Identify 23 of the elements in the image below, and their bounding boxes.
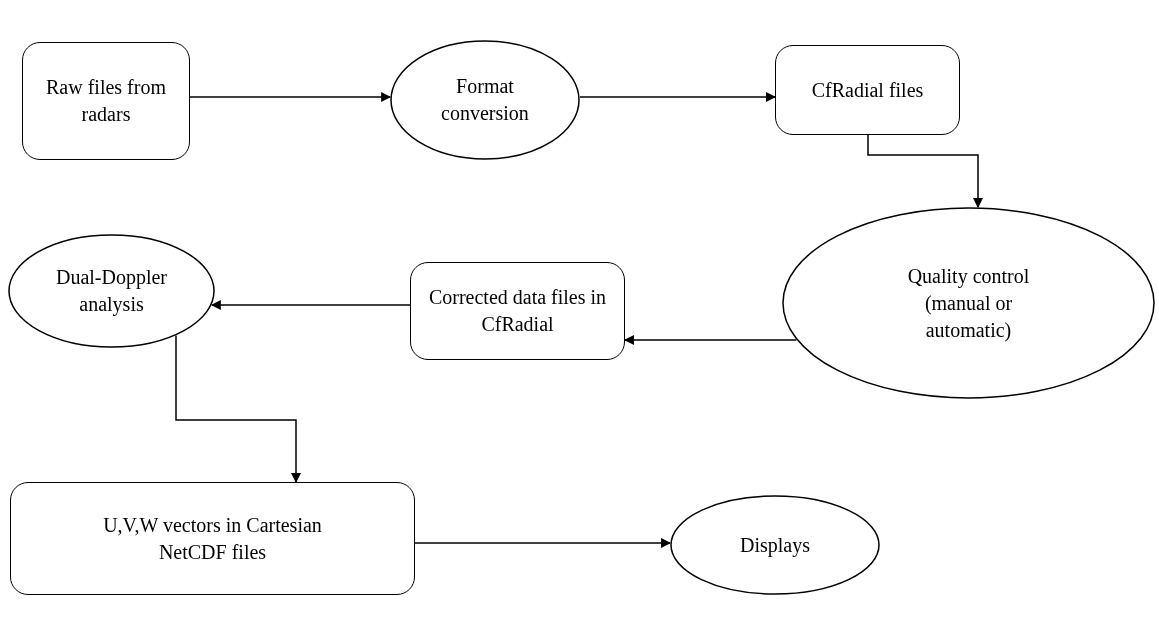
node-label: Dual-Doppler analysis xyxy=(54,265,169,318)
process-box xyxy=(10,482,415,595)
node-label: Quality control (manual or automatic) xyxy=(906,263,1031,344)
arrow xyxy=(867,134,983,209)
process-box xyxy=(775,45,960,135)
node-label: Format conversion xyxy=(440,74,530,126)
node-label: Displays xyxy=(740,532,810,559)
arrow xyxy=(210,300,411,310)
process-box xyxy=(410,262,625,360)
process-ellipse xyxy=(8,234,215,348)
process-box xyxy=(22,42,190,160)
arrow xyxy=(624,335,798,345)
node-label: U,V,W vectors in Cartesian NetCDF files xyxy=(102,512,323,565)
process-ellipse xyxy=(390,40,580,160)
node-label: Corrected data files in CfRadial xyxy=(427,285,608,337)
arrow xyxy=(579,92,776,102)
arrow xyxy=(175,334,301,483)
node-label: CfRadial files xyxy=(811,77,924,103)
process-ellipse xyxy=(670,495,880,595)
process-ellipse xyxy=(782,207,1155,399)
node-label: Raw files from radars xyxy=(45,75,167,127)
arrow xyxy=(189,92,392,102)
arrow xyxy=(414,538,672,548)
